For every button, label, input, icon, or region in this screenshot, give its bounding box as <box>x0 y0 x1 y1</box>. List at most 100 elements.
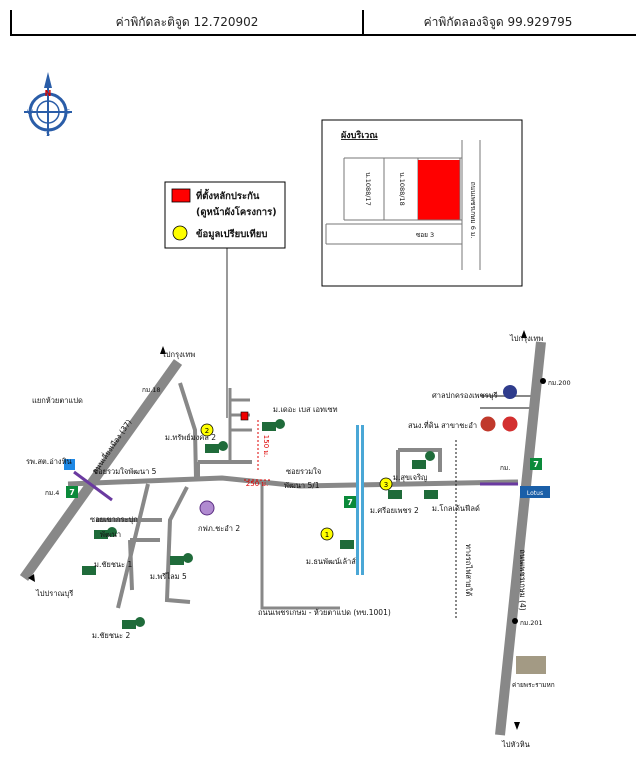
label-mb-thonpatana: ม.ธนพัฒน์เล้าส์ <box>306 557 356 566</box>
label-gfa: กฟภ.ชะอำ 2 <box>198 524 240 533</box>
label-mb-srioyphet: ม.ศรีอยเพชร 2 <box>370 506 419 515</box>
legend: ที่ตั้งหลักประกัน (ดูหน้าผังโครงการ) ข้อ… <box>164 181 286 418</box>
comparable-1-label: 1 <box>325 531 329 539</box>
label-mb-thanaphon: ม.ทรัพย์มงคล 2 <box>165 433 216 442</box>
legend-site-label: ที่ตั้งหลักประกัน <box>196 188 260 202</box>
label-km18: กม.18 <box>142 386 161 394</box>
comparable-3-marker <box>379 477 393 491</box>
arrow-up-icon <box>160 346 166 354</box>
compass-n: N <box>45 89 52 98</box>
label-soi-khao-krapuk-b: พัฒนา <box>100 530 121 539</box>
tree-icon <box>107 527 117 537</box>
village-icon <box>262 422 276 431</box>
inset-title: ผังบริเวณ <box>341 130 378 141</box>
inset-road-label: ถนนเพชรเกษม 6 ม. <box>469 182 477 239</box>
label-rail: ทางรถไฟสายใต้ <box>464 544 473 596</box>
seven-eleven-right-label: 7 <box>533 460 539 469</box>
hospital-icon <box>64 459 75 470</box>
tree-icon <box>275 419 285 429</box>
village-icon <box>122 620 136 629</box>
label-mb-chaichana2: ม.ชัยชนะ 2 <box>92 631 130 640</box>
village-icon <box>82 566 96 575</box>
compass-icon: N S E W <box>24 72 72 138</box>
roads <box>19 341 546 736</box>
land-office-icon <box>479 415 497 433</box>
arrow-down-icon <box>28 574 35 582</box>
km201-dot <box>512 618 518 624</box>
legend-site-note: (ดูหน้าผังโครงการ) <box>196 206 277 219</box>
compass-s: S <box>46 131 50 138</box>
village-icon <box>424 490 438 499</box>
village-icon <box>205 444 219 453</box>
tree-icon <box>135 617 145 627</box>
label-soi-ruam-jai-51-a: ซอยรวมใจ <box>286 467 321 476</box>
comparable-markers: 1 2 3 <box>200 423 393 541</box>
label-mb-sukcharoen: ม.สุขเจริญ <box>393 473 427 482</box>
seven-eleven-left-label: 7 <box>69 488 75 497</box>
camp-icon <box>516 656 546 674</box>
label-km200: กม.200 <box>548 379 571 387</box>
km200-dot <box>540 378 546 384</box>
inset-plot1-label: น.1088/17 <box>364 172 372 206</box>
tree-icon <box>183 553 193 563</box>
label-to-bangkok-right: ไปกรุงเทพ <box>509 334 543 343</box>
label-road-right: ถนนเพชรเกษม (4) <box>518 549 527 610</box>
label-km4: กม.4 <box>45 489 59 497</box>
direction-arrows <box>28 330 527 730</box>
label-sala: ศาลปกครองเพชรบุรี <box>432 391 498 400</box>
village-icon <box>388 490 402 499</box>
subject-site-marker <box>240 411 249 421</box>
coordinate-bar: ค่าพิกัดละติจูด 12.720902 ค่าพิกัดลองจิจ… <box>10 10 636 36</box>
tree-icon <box>218 441 228 451</box>
compass-w: W <box>27 109 33 116</box>
village-icon <box>340 540 354 549</box>
seven-eleven-icon-center <box>344 496 356 508</box>
village-icon <box>170 556 184 565</box>
court-icon <box>503 385 517 399</box>
compass-e: E <box>66 109 70 116</box>
village-icon <box>94 530 108 539</box>
seven-eleven-icon-right <box>530 458 542 470</box>
lotus-icon <box>520 486 550 498</box>
label-mb-prima5: ม.พรีไลม 5 <box>150 572 187 581</box>
lotus-label: Lotus <box>527 490 543 497</box>
label-soi-ruam-jai-51-b: พัฒนา 5/1 <box>284 481 320 490</box>
dist-250-label: 250 ม. <box>246 480 268 488</box>
label-sanun: สนง.ที่ดิน สาขาชะอำ <box>408 420 477 430</box>
arrow-up-icon <box>521 330 527 338</box>
comparable-2-label: 2 <box>205 427 209 435</box>
label-mb-golden: ม.โกลเด้นฟีลด์ <box>432 504 480 513</box>
cola-icon <box>501 415 519 433</box>
latitude-label: ค่าพิกัดละติจูด 12.720902 <box>10 10 364 34</box>
tree-icon <box>425 451 435 461</box>
label-km-short: กม. <box>500 464 510 472</box>
inset-soi-label: ซอย 3 <box>416 231 434 239</box>
inset-site-plot <box>418 160 460 220</box>
village-icons <box>82 419 438 629</box>
label-hospital: รพ.สต.อ่างหิน <box>26 457 72 466</box>
map-labels: ไปกรุงเทพ ไปกรุงเทพ ไปปราณบุรี ไปหัวหิน … <box>26 334 571 749</box>
seven-eleven-center-label: 7 <box>347 498 353 507</box>
longitude-label: ค่าพิกัดลองจิจูด 99.929795 <box>423 15 573 29</box>
electricity-office-icon <box>199 500 215 516</box>
legend-comparable-label: ข้อมูลเปรียบเทียบ <box>196 228 267 241</box>
label-to-huahin: ไปหัวหิน <box>501 740 530 749</box>
label-road-petkasem-huai: ถนนเพชรเกษม - ห้วยตาแปด (ทข.1001) <box>258 608 391 617</box>
label-yaek-huai-ta-paet: แยกห้วยตาแปด <box>32 396 83 405</box>
label-camp: ค่ายพระรามหก <box>512 681 555 689</box>
label-soi-khao-krapuk-a: ซอยเขากระปุก <box>90 515 138 524</box>
label-to-bangkok-left: ไปกรุงเทพ <box>161 350 195 359</box>
inset-plot2-label: น.1088/18 <box>398 172 406 206</box>
label-mb-chaichana1: ม.ชัยชนะ 1 <box>94 560 132 569</box>
comparable-3-label: 3 <box>384 481 388 489</box>
label-km201: กม.201 <box>520 619 543 627</box>
seven-eleven-icon-left <box>66 486 78 498</box>
label-soi-ruam-jai-5: ซอยรวมใจพัฒนา 5 <box>93 467 157 476</box>
comparable-1-marker <box>320 527 334 541</box>
label-to-pranburi: ไปปราณบุรี <box>35 589 73 598</box>
landmarks: 7 7 7 Lotus <box>64 378 550 674</box>
comparable-2-marker <box>200 423 214 437</box>
dist-150-label: 150 ม. <box>262 435 270 457</box>
legend-site-swatch <box>171 188 191 203</box>
